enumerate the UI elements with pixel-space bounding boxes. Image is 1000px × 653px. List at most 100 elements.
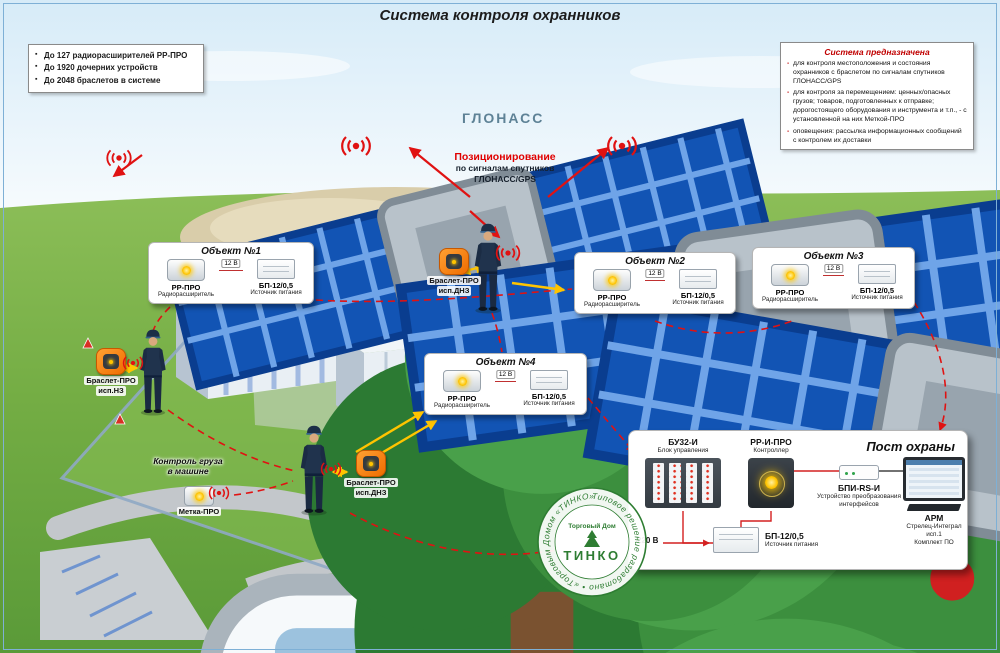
psu-sub: Источник питания — [765, 541, 819, 549]
rr-pro-icon — [167, 259, 205, 281]
voltage-label: 12 В — [823, 264, 844, 273]
device-sub: Радиорасширитель — [762, 296, 818, 303]
psu-icon — [858, 264, 896, 284]
device-name: БП-12/0,5 — [258, 281, 294, 290]
cargo-caption-line1: Контроль груза — [153, 456, 223, 466]
arm-name: АРМ — [924, 513, 944, 523]
object-title: Объект №2 — [625, 256, 685, 267]
purpose-title: Система предназначена — [824, 47, 930, 57]
bu32-sub: Блок управления — [657, 447, 709, 455]
meta-pro-label: Метка-ПРО — [176, 507, 222, 517]
psu-device: БП-12/0,5 Источник питания — [518, 370, 580, 408]
bracelet-variant: исп.НЗ — [96, 386, 126, 396]
voltage-label: 12 В — [495, 370, 516, 379]
controller-device-icon — [748, 457, 794, 508]
psu-name: БП-12/0,5 — [765, 531, 804, 542]
device-name: РР-ПРО — [775, 288, 805, 297]
controller-unit: РР-И-ПРО Контроллер — [735, 437, 807, 508]
radio-waves-icon — [122, 356, 144, 370]
psu-device: БП-12/0,5 Источник питания — [667, 269, 729, 307]
psu-icon — [257, 259, 295, 279]
bracelet-variant: исп.ДНЗ — [436, 286, 472, 296]
positioning-label: Позиционирование по сигналам спутников Г… — [425, 151, 585, 184]
object-title: Объект №3 — [803, 251, 864, 262]
keyboard-icon — [906, 504, 962, 511]
power-wire: 12 В — [823, 264, 844, 276]
bracelet-unit-2: Браслет-ПРО исп.НЗ — [82, 348, 140, 396]
bracelet-name: Браслет-ПРО — [427, 276, 481, 286]
psu-device: БП-12/0,5 Источник питания — [245, 259, 307, 297]
positioning-line1: Позиционирование — [454, 151, 556, 163]
bu32-device-icon — [645, 457, 721, 508]
post-wiring — [663, 470, 903, 547]
object-box-4: Объект №4 РР-ПРО Радиорасширитель 12 В Б… — [424, 353, 587, 415]
device-sub: Радиорасширитель — [434, 402, 490, 409]
device-sub: Источник питания — [672, 299, 724, 306]
positioning-line2: по сигналам спутников — [455, 163, 555, 173]
psu-unit: БП-12/0,5 Источник питания — [713, 527, 818, 553]
bracelet-unit-3: Браслет-ПРО исп.ДНЗ — [340, 450, 402, 498]
purpose-item: для контроля местоположения и состояния … — [787, 60, 967, 86]
arm-sub1: Стрелец-Интеграл исп.1 — [906, 523, 962, 538]
security-post-panel: БУ32-И Блок управления РР-И-ПРО Контролл… — [628, 430, 968, 570]
stamp-brand-sub: Торговый Дом — [568, 522, 616, 530]
bracelet-icon — [356, 450, 386, 477]
capacity-item: До 2048 браслетов в системе — [35, 75, 197, 87]
software-screen — [906, 460, 962, 498]
rr-pro-icon — [771, 264, 809, 286]
page-title: Система контроля охранников — [379, 7, 621, 24]
device-name: РР-ПРО — [171, 283, 201, 292]
object-box-3: Объект №3 РР-ПРО Радиорасширитель 12 В Б… — [752, 247, 915, 309]
device-name: РР-ПРО — [597, 293, 627, 302]
voltage-label: 12 В — [645, 269, 665, 278]
device-name: БП-12/0,5 — [859, 286, 895, 295]
radio-waves-icon — [320, 462, 342, 476]
bracelet-icon — [439, 248, 469, 275]
voltage-label: 12 В — [221, 259, 241, 268]
object-box-1: Объект №1 РР-ПРО Радиорасширитель 12 В Б… — [148, 242, 314, 304]
capacity-item: До 127 радиорасширителей РР-ПРО — [35, 50, 197, 62]
power-wire: 12 В — [495, 370, 516, 382]
bpi-sub: Устройство преобразования интерфейсов — [817, 493, 901, 508]
cargo-caption: Контроль груза в машине — [140, 456, 236, 476]
radio-waves-icon — [208, 486, 230, 500]
purpose-item: для контроля за перемещением: ценных/опа… — [787, 89, 967, 124]
device-sub: Источник питания — [523, 400, 575, 407]
device-name: БП-12/0,5 — [680, 291, 716, 300]
guard-figure-2 — [140, 329, 166, 416]
bracelet-variant: исп.ДНЗ — [353, 488, 389, 498]
device-name: РР-ПРО — [447, 394, 477, 403]
power-wire: 12 В — [219, 259, 243, 271]
bu32-unit: БУ32-И Блок управления — [637, 437, 729, 508]
psu-device: БП-12/0,5 Источник питания — [846, 264, 908, 302]
stamp-brand: ТИНКО — [563, 548, 620, 563]
bpi-name: БПИ-RS-И — [838, 483, 880, 493]
meta-pro-unit: Метка-ПРО — [163, 486, 235, 517]
purpose-item: оповещения: рассылка информационных сооб… — [787, 128, 967, 146]
post-title: Пост охраны — [866, 439, 955, 454]
glonass-label: ГЛОНАСС — [462, 110, 545, 126]
rr-pro-device: РР-ПРО Радиорасширитель — [759, 264, 821, 304]
rr-pro-device: РР-ПРО Радиорасширитель — [431, 370, 493, 410]
object-title: Объект №4 — [475, 357, 536, 368]
monitor-icon — [903, 457, 965, 501]
bracelet-name: Браслет-ПРО — [344, 478, 398, 488]
bu32-name: БУ32-И — [668, 437, 698, 447]
device-sub: Радиорасширитель — [584, 301, 640, 308]
psu-icon — [713, 527, 759, 553]
device-sub: Источник питания — [851, 294, 903, 301]
bpi-device-icon — [839, 465, 879, 480]
bracelet-name: Браслет-ПРО — [84, 376, 138, 386]
rr-pro-device: РР-ПРО Радиорасширитель — [155, 259, 217, 299]
radio-waves-icon — [495, 244, 521, 262]
meta-pro-icon — [184, 486, 214, 506]
device-sub: Источник питания — [250, 289, 302, 296]
object-title: Объект №1 — [201, 246, 261, 257]
rr-pro-icon — [443, 370, 481, 392]
device-name: БП-12/0,5 — [531, 392, 567, 401]
capacity-box: До 127 радиорасширителей РР-ПРО До 1920 … — [28, 44, 204, 94]
capacity-item: До 1920 дочерних устройств — [35, 62, 197, 74]
mains-label: 220 В — [637, 536, 659, 545]
psu-icon — [679, 269, 717, 289]
